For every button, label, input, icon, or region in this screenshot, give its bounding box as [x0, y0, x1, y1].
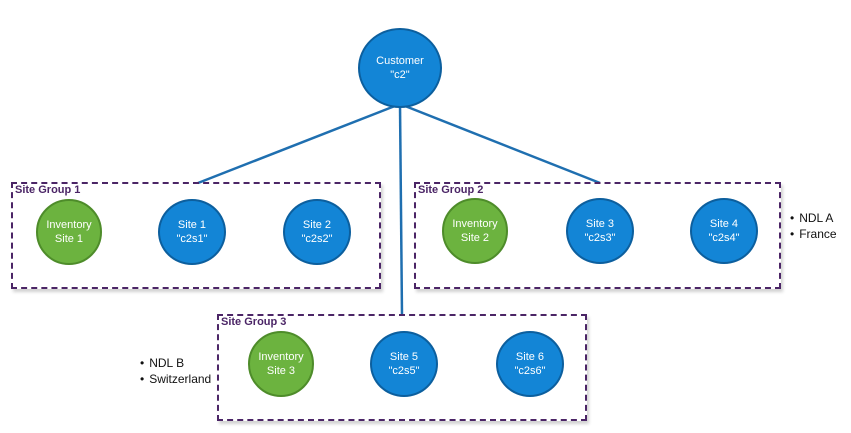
customer-node: Customer "c2": [358, 28, 442, 108]
node-label: Site 1: [177, 219, 207, 231]
site-group-2-title: Site Group 2: [418, 184, 484, 196]
site-group-2-notes: NDL A France: [790, 210, 837, 242]
node-sublabel: Site 1: [54, 233, 84, 245]
node-sublabel: Site 3: [266, 365, 296, 377]
node-sublabel: "c2s3": [584, 232, 616, 244]
site-group-1: Site Group 1: [11, 182, 381, 289]
inventory-site-3-node: Inventory Site 3: [248, 331, 314, 397]
node-sublabel: "c2s5": [388, 365, 420, 377]
site-2-node: Site 2 "c2s2": [283, 199, 351, 265]
node-label: Inventory: [258, 351, 304, 363]
node-label: Site 2: [302, 219, 332, 231]
note-item: Switzerland: [140, 371, 211, 387]
node-label: Site 6: [515, 351, 545, 363]
site-1-node: Site 1 "c2s1": [158, 199, 226, 265]
node-sublabel: "c2s6": [514, 365, 546, 377]
node-sublabel: "c2s1": [176, 233, 208, 245]
note-item: France: [790, 226, 836, 242]
site-group-3-notes: NDL B Switzerland: [140, 355, 211, 387]
site-group-3: Site Group 3: [217, 314, 587, 421]
node-label: Site 3: [585, 218, 615, 230]
site-5-node: Site 5 "c2s5": [370, 331, 438, 397]
inventory-site-1-node: Inventory Site 1: [36, 199, 102, 265]
note-item: NDL A: [790, 210, 837, 226]
node-sublabel: "c2s4": [708, 232, 740, 244]
site-3-node: Site 3 "c2s3": [566, 198, 634, 264]
connector-group-3: [398, 103, 404, 317]
node-label: Site 5: [389, 351, 419, 363]
customer-id: "c2": [390, 69, 410, 81]
node-label: Inventory: [452, 218, 498, 230]
connector-group-1: [197, 102, 401, 185]
site-6-node: Site 6 "c2s6": [496, 331, 564, 397]
inventory-site-2-node: Inventory Site 2: [442, 198, 508, 264]
connector-group-2: [399, 102, 601, 185]
site-group-1-title: Site Group 1: [15, 184, 81, 196]
node-label: Inventory: [46, 219, 92, 231]
site-group-2: Site Group 2: [414, 182, 781, 289]
node-sublabel: "c2s2": [301, 233, 333, 245]
node-sublabel: Site 2: [460, 232, 490, 244]
node-label: Site 4: [709, 218, 739, 230]
site-group-3-title: Site Group 3: [221, 316, 287, 328]
customer-label: Customer: [376, 55, 424, 67]
note-item: NDL B: [140, 355, 211, 371]
site-4-node: Site 4 "c2s4": [690, 198, 758, 264]
